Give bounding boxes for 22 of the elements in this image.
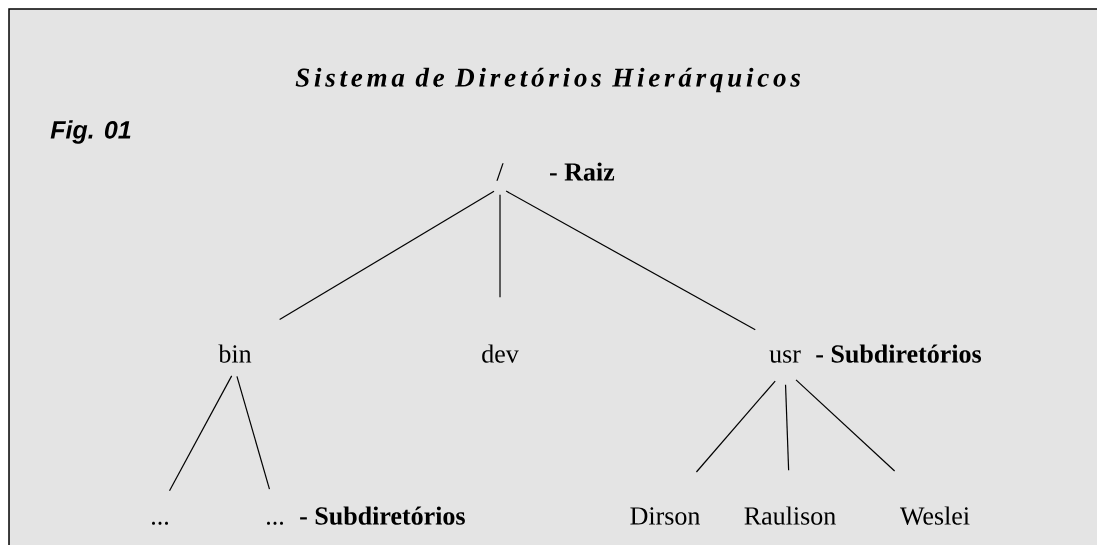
title: Sistema de Diretórios Hierárquicos xyxy=(295,67,800,93)
directory-name: Raulison xyxy=(744,506,836,525)
tree-line xyxy=(499,194,501,298)
directory-name: Dirson xyxy=(630,507,700,525)
figure-label: Fig. 01 xyxy=(50,120,131,144)
directory-name: ... xyxy=(151,521,169,525)
tree-line xyxy=(168,375,233,492)
tree-line xyxy=(505,190,756,331)
tree-line xyxy=(795,379,896,472)
directory-name: bin xyxy=(218,344,252,363)
tree-line xyxy=(695,380,776,473)
annotation: - Subdiretórios xyxy=(816,344,982,363)
directory-name: Weslei xyxy=(900,506,970,525)
annotation: - Raiz xyxy=(550,162,615,181)
annotation: - Subdiretórios xyxy=(300,506,465,525)
directory-name: dev xyxy=(482,344,519,363)
directory-name: usr xyxy=(769,350,801,363)
directory-name: ... xyxy=(266,521,284,525)
directory-name: / xyxy=(496,163,504,181)
tree-line xyxy=(784,384,790,471)
tree-line xyxy=(279,190,495,321)
tree-line xyxy=(236,375,271,490)
